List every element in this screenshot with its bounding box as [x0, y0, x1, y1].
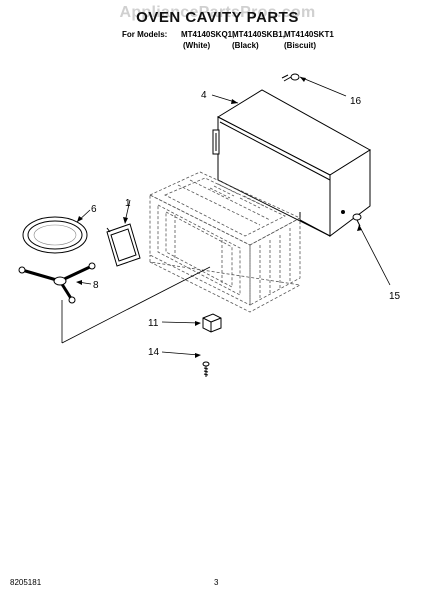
callout-4: 4	[201, 90, 207, 101]
callout-11: 11	[148, 318, 159, 329]
model-black: MT4140SKB1,	[232, 30, 285, 39]
arrow-15	[357, 225, 362, 231]
arrow-11	[195, 321, 201, 326]
arrow-6	[77, 216, 83, 222]
leader-14	[161, 351, 200, 356]
outer-cabinet-wrapper	[212, 89, 371, 237]
watermark: AppliancePartsPros.com	[119, 4, 316, 21]
model-biscuit: MT4140SKT1	[284, 30, 334, 39]
leader-11	[161, 321, 201, 324]
callout-14: 14	[148, 347, 160, 358]
callout-16: 16	[350, 96, 362, 107]
screw-14	[202, 361, 210, 377]
leader-15	[358, 224, 391, 286]
document-number: 8205181	[10, 578, 42, 587]
arrow-1	[123, 217, 128, 224]
page-title: OVEN CAVITY PARTS	[136, 9, 299, 26]
models-prefix: For Models:	[122, 30, 168, 39]
arrow-4	[231, 99, 238, 104]
callout-6: 6	[91, 204, 97, 215]
screw-15	[352, 213, 362, 227]
turntable-coupler	[202, 313, 222, 333]
callout-15: 15	[389, 291, 401, 302]
page-number: 3	[214, 578, 219, 587]
turntable-roller-support	[18, 262, 96, 304]
turntable-glass-tray	[22, 216, 88, 254]
waveguide-cover-gasket	[106, 223, 141, 267]
oven-cavity-phantom	[149, 171, 302, 313]
arrow-14	[195, 353, 201, 358]
callout-8: 8	[93, 280, 99, 291]
color-white: (White)	[183, 41, 211, 50]
color-biscuit: (Biscuit)	[284, 41, 316, 50]
color-black: (Black)	[232, 41, 259, 50]
leader-16	[299, 76, 347, 97]
arrow-16	[300, 77, 306, 82]
callout-1: 1	[125, 198, 131, 209]
model-white: MT4140SKQ1,	[181, 30, 235, 39]
arrow-8	[76, 280, 82, 285]
assembly-line	[61, 266, 211, 344]
screw-16	[281, 73, 300, 82]
